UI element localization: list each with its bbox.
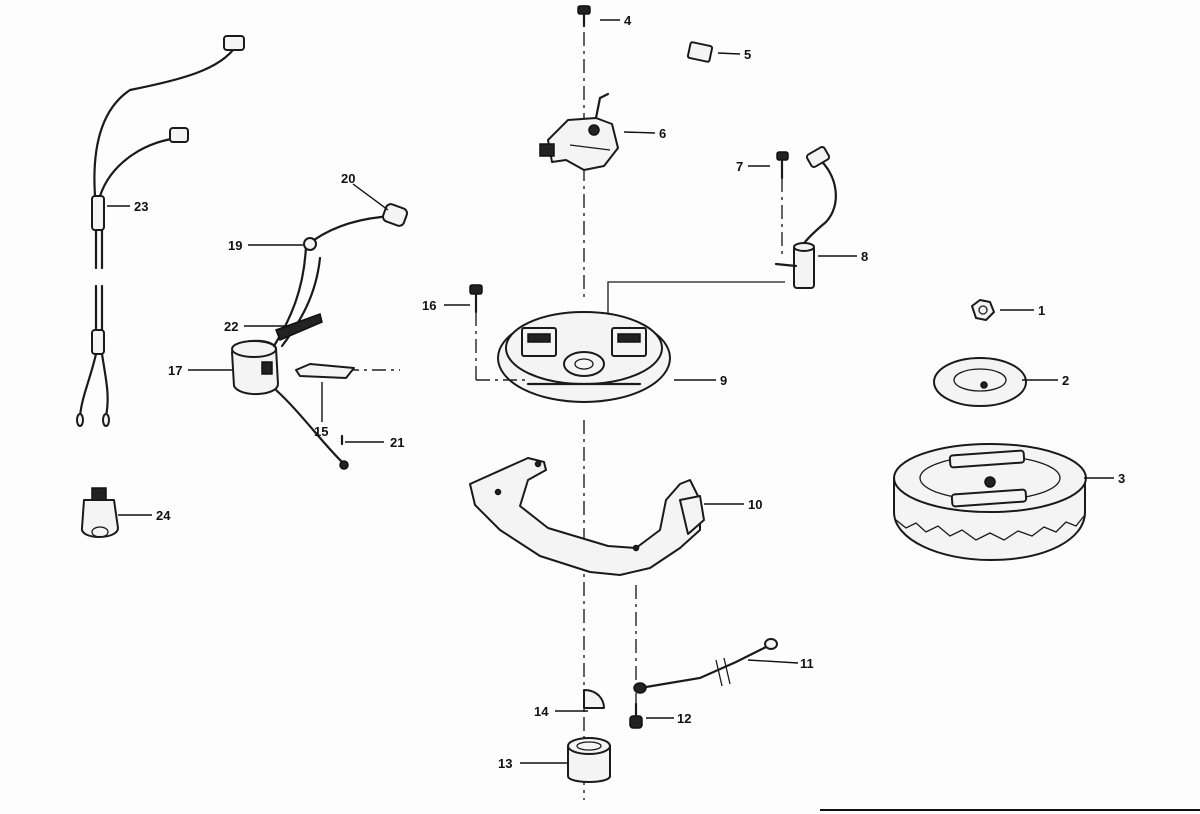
callout-10: 10 [748, 497, 762, 512]
part-ht-lead-20 [272, 203, 409, 348]
part-nut-1 [971, 299, 995, 321]
part-screw-4 [577, 5, 591, 28]
callout-23: 23 [134, 199, 148, 214]
callout-15: 15 [314, 424, 328, 439]
part-harness-23 [76, 35, 245, 427]
callout-19: 19 [228, 238, 242, 253]
callout-11: 11 [800, 656, 814, 671]
part-gasket-5 [686, 41, 714, 63]
callout-21: 21 [390, 435, 404, 450]
part-bushing-13 [567, 737, 611, 783]
callout-3: 3 [1118, 471, 1125, 486]
callout-24: 24 [156, 508, 171, 523]
part-plug-24 [81, 487, 119, 538]
callout-4: 4 [624, 13, 632, 28]
part-plate-2 [933, 357, 1027, 407]
callout-13: 13 [498, 756, 512, 771]
part-points-6 [539, 92, 619, 171]
callout-labels: 4 5 6 7 8 1 2 3 9 10 11 12 13 14 15 16 1… [134, 13, 1125, 771]
part-screw-16 [469, 284, 528, 381]
callout-1: 1 [1038, 303, 1045, 318]
callout-12: 12 [677, 711, 691, 726]
part-coil-17 [231, 339, 349, 470]
callout-17: 17 [168, 363, 182, 378]
part-condenser-8 [774, 146, 837, 289]
callout-2: 2 [1062, 373, 1069, 388]
callout-5: 5 [744, 47, 751, 62]
part-key-14 [583, 689, 605, 709]
callout-9: 9 [720, 373, 727, 388]
part-lamination-15 [295, 363, 355, 379]
part-flywheel-3 [893, 443, 1087, 561]
callout-20: 20 [341, 171, 355, 186]
part-screw-7 [776, 151, 789, 258]
callout-22: 22 [224, 319, 238, 334]
part-lead-11 [633, 638, 778, 694]
leader-lines [107, 19, 1114, 764]
callout-16: 16 [422, 298, 436, 313]
callout-6: 6 [659, 126, 666, 141]
part-stator-plate-9 [497, 311, 671, 403]
callout-8: 8 [861, 249, 868, 264]
callout-14: 14 [534, 704, 549, 719]
part-screw-12 [629, 702, 643, 729]
callout-7: 7 [736, 159, 743, 174]
part-shield-10 [469, 457, 705, 576]
